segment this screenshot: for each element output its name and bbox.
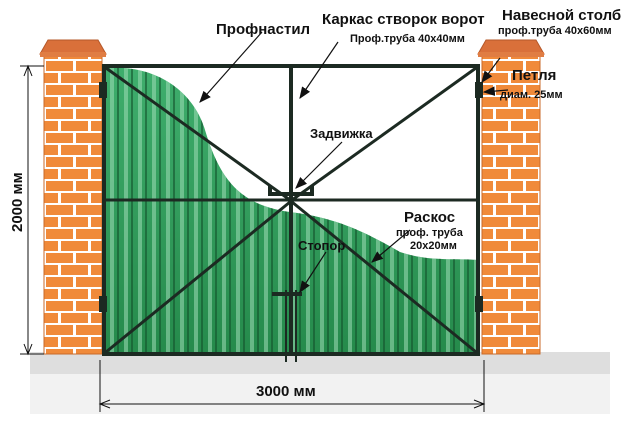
label-brace-sub1: проф. труба	[396, 227, 464, 239]
latch-icon	[268, 186, 314, 196]
label-stopper: Стопор	[298, 238, 345, 253]
ground	[30, 352, 610, 374]
label-latch: Задвижка	[310, 126, 373, 141]
label-hinge-sub: диам. 25мм	[500, 89, 563, 101]
label-brace-sub2: 20х20мм	[410, 240, 457, 252]
height-dimension	[20, 64, 44, 356]
hinge-icons	[99, 82, 483, 312]
label-post-sub: проф.труба 40х60мм	[498, 25, 612, 37]
label-frame-sub: Проф.труба 40х40мм	[350, 33, 465, 45]
left-brick-post	[39, 39, 107, 355]
label-brace-title: Раскос	[404, 209, 455, 226]
gate-frame	[102, 64, 480, 362]
ground-lower	[30, 374, 610, 414]
stopper-icon	[272, 292, 302, 296]
label-height: 2000 мм	[9, 172, 26, 232]
label-width: 3000 мм	[256, 383, 316, 400]
label-post-title: Навесной столб	[502, 7, 621, 24]
right-brick-post	[477, 39, 545, 355]
leader-lines	[199, 31, 509, 294]
label-frame-title: Каркас створок ворот	[322, 11, 485, 28]
width-dimension	[98, 360, 486, 412]
label-profnastil: Профнастил	[216, 21, 310, 38]
label-hinge-title: Петля	[512, 67, 556, 84]
